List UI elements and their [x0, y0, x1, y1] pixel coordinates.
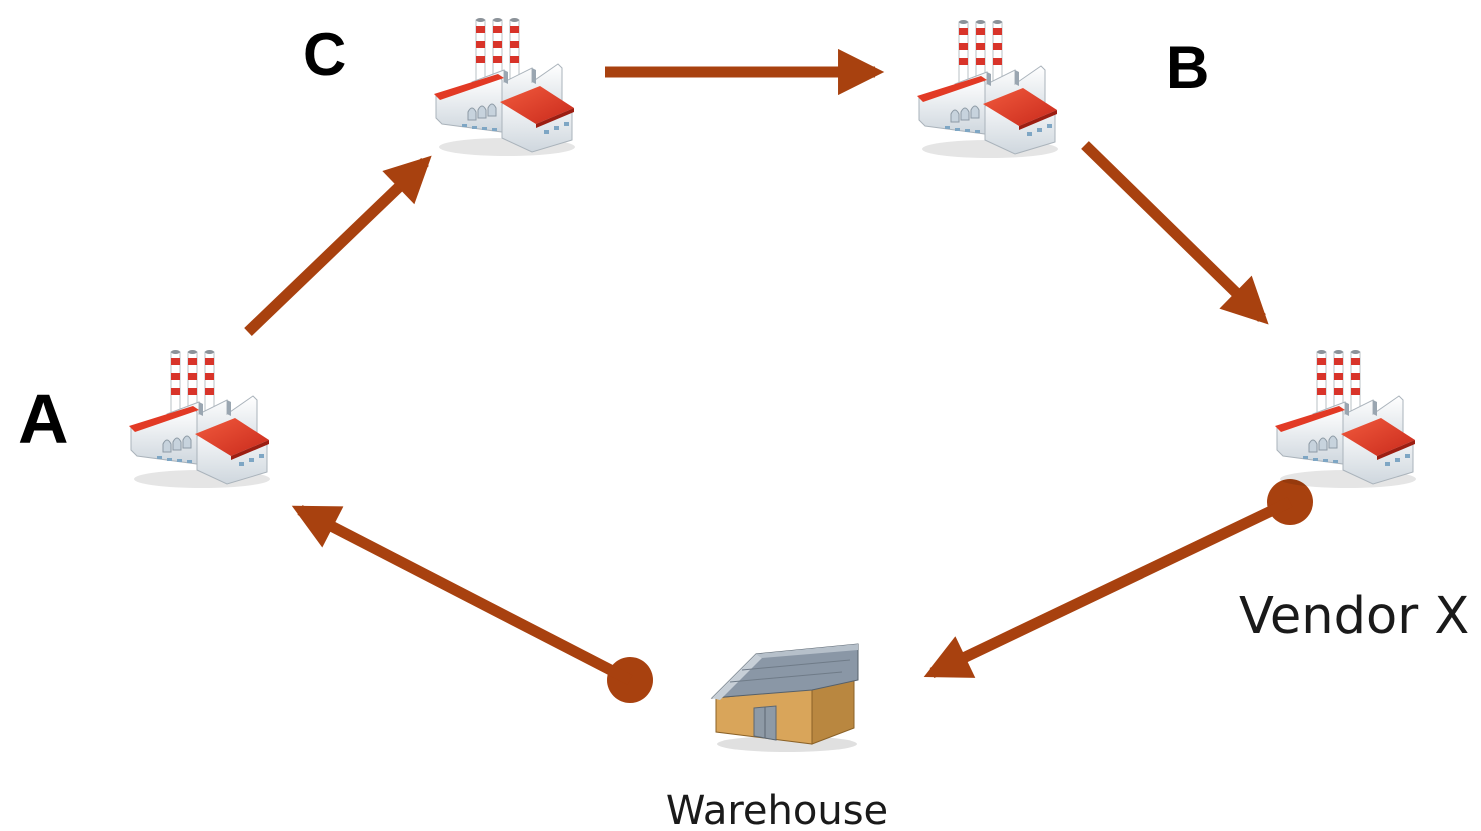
edge-b-to-vendor-x	[1081, 141, 1269, 325]
node-b	[916, 19, 1059, 159]
label-warehouse: Warehouse	[666, 788, 888, 831]
edge-warehouse-to-a	[291, 505, 653, 703]
factory-icon	[433, 17, 576, 157]
factory-icon	[128, 349, 271, 489]
label-vendor-x: Vendor X	[1239, 587, 1469, 646]
node-vendor-x	[1274, 349, 1417, 489]
edge-vendor-x-to-warehouse	[923, 479, 1313, 678]
node-a	[128, 349, 271, 489]
node-c	[433, 17, 576, 157]
edge-a-to-c	[244, 155, 432, 336]
label-b: B	[1166, 34, 1209, 101]
factory-icon	[916, 19, 1059, 159]
node-warehouse	[711, 643, 859, 753]
warehouse-icon	[711, 643, 859, 753]
label-a: A	[18, 380, 69, 458]
factory-icon	[1274, 349, 1417, 489]
label-c: C	[303, 21, 346, 88]
